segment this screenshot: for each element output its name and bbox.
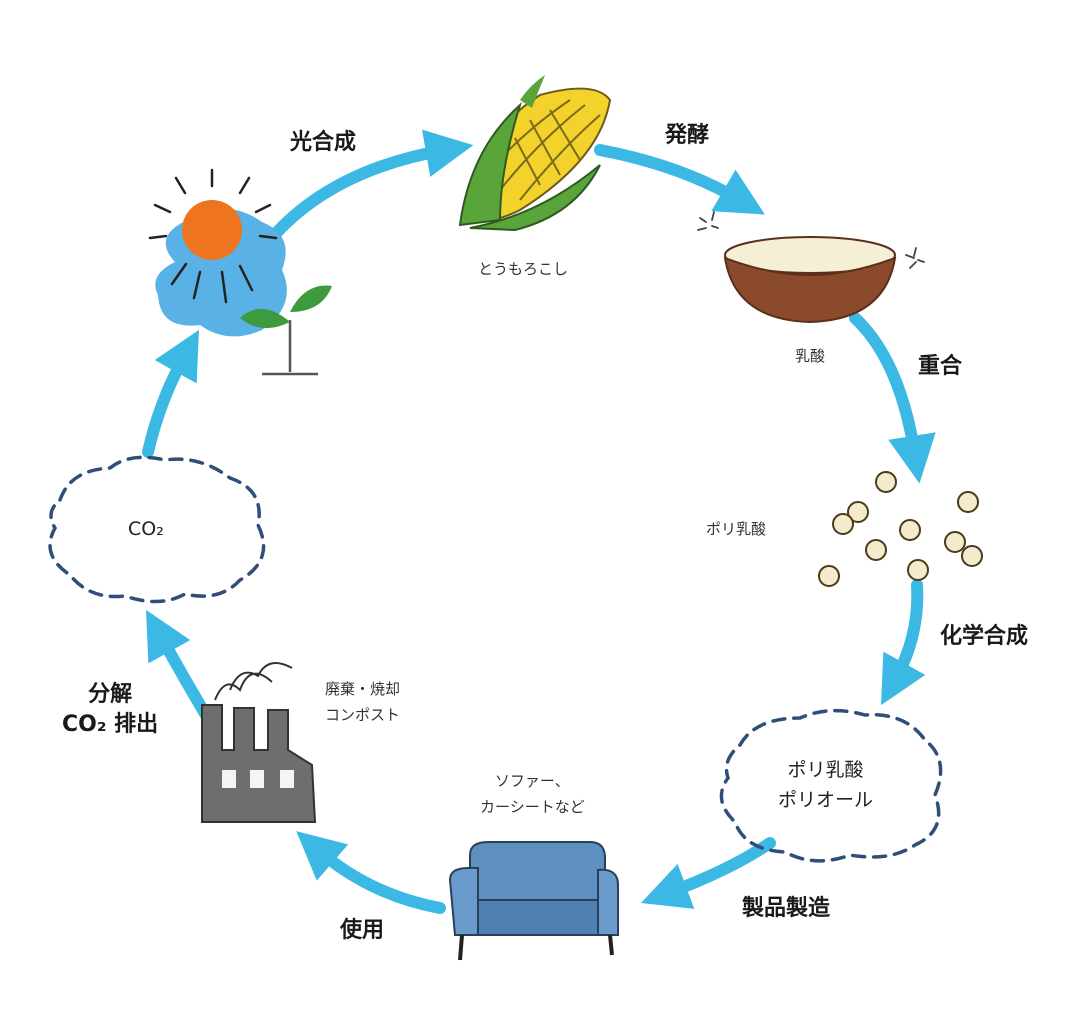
sprout-icon	[240, 285, 332, 376]
arrow-pellets-to-cloud	[881, 579, 926, 706]
polyol-cloud-line2: ポリオール	[778, 789, 874, 811]
caption-products-line2: カーシートなど	[480, 798, 585, 816]
label-fermentation: 発酵	[665, 123, 710, 148]
caption-pla: ポリ乳酸	[706, 520, 767, 538]
arrow-bowl-to-pellets	[849, 312, 936, 484]
factory-icon	[201, 662, 317, 823]
label-decomposition: 分解 CO₂ 排出	[62, 680, 158, 740]
arrow-sofa-to-factory	[296, 831, 446, 914]
polyol-cloud-label: ポリ乳酸 ポリオール	[778, 755, 873, 815]
bowl-icon	[697, 211, 925, 324]
label-decomposition-line1: 分解	[88, 682, 133, 707]
co2-cloud-label: CO₂	[128, 518, 164, 540]
arrow-corn-to-bowl	[594, 144, 765, 215]
caption-lactic-acid: 乳酸	[795, 347, 826, 365]
label-chemical-synthesis: 化学合成	[940, 624, 1029, 649]
arrow-sun-to-corn	[264, 129, 474, 246]
label-photosynthesis: 光合成	[290, 130, 357, 155]
label-polymerization: 重合	[918, 354, 963, 379]
label-manufacturing: 製品製造	[742, 896, 831, 921]
caption-disposal-line2: コンポスト	[325, 706, 401, 724]
co2-cloud	[48, 455, 266, 604]
arrow-co2-to-sun	[142, 329, 199, 458]
caption-disposal-line1: 廃棄・焼却	[325, 680, 401, 698]
corn-icon	[458, 75, 612, 232]
caption-products: ソファー、 カーシートなど	[480, 768, 585, 820]
label-use: 使用	[340, 918, 385, 943]
label-decomposition-line2: CO₂ 排出	[62, 712, 159, 737]
caption-products-line1: ソファー、	[494, 772, 570, 790]
caption-corn: とうもろこし	[478, 260, 569, 278]
sofa-icon	[448, 841, 619, 961]
caption-disposal: 廃棄・焼却 コンポスト	[325, 676, 400, 728]
pellets-icon	[818, 471, 983, 587]
arrow-cloud-to-sofa	[640, 837, 776, 909]
polyol-cloud-line1: ポリ乳酸	[787, 759, 864, 781]
polyol-cloud	[719, 708, 943, 863]
sun-icon	[148, 168, 287, 337]
